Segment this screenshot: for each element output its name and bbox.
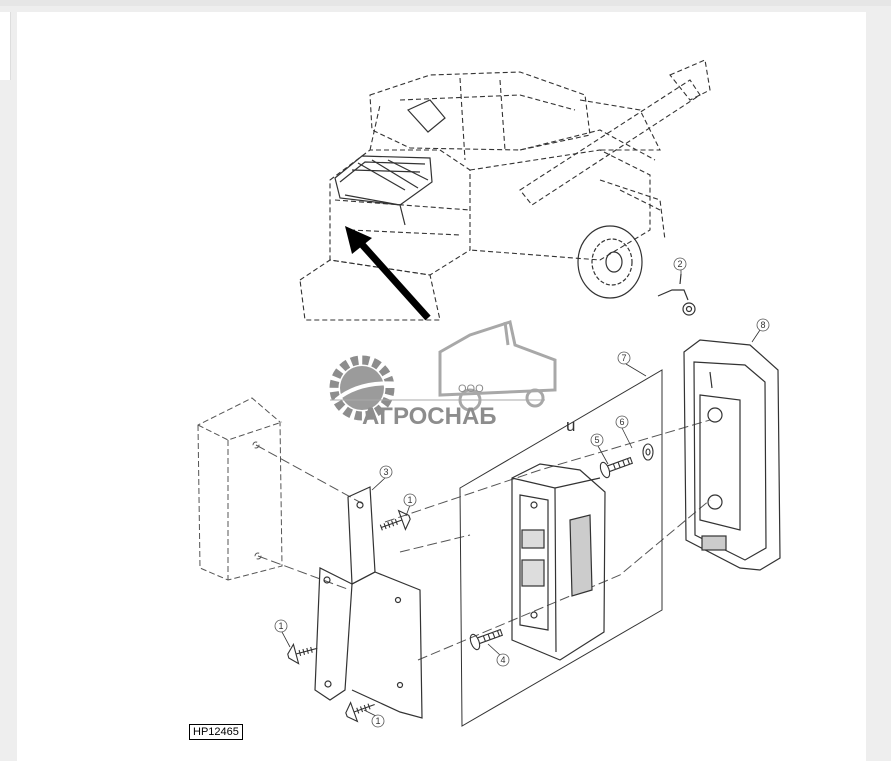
part-3-bracket — [314, 486, 423, 719]
watermark: ООО АГРОСНАБ — [329, 320, 557, 430]
svg-text:7: 7 — [621, 353, 626, 363]
monitor-housing — [511, 463, 606, 661]
top-bar — [0, 0, 891, 6]
callout: 1 — [371, 714, 385, 728]
svg-text:8: 8 — [760, 320, 765, 330]
figure-id-label: HP12465 — [189, 724, 243, 740]
svg-text:1: 1 — [278, 621, 283, 631]
svg-text:4: 4 — [500, 655, 505, 665]
gear-logo-icon — [329, 355, 401, 421]
stray-mark: u — [566, 416, 575, 435]
svg-text:1: 1 — [375, 716, 380, 726]
svg-text:6: 6 — [619, 417, 624, 427]
callout: 1 — [274, 619, 288, 633]
svg-text:1: 1 — [407, 495, 412, 505]
part-7-frame — [459, 369, 663, 727]
callout-leaders — [281, 270, 761, 717]
svg-text:5: 5 — [594, 435, 599, 445]
svg-text:АГРОСНАБ: АГРОСНАБ — [362, 403, 497, 430]
callouts: 1 1 1 2 3 4 5 6 — [274, 257, 770, 728]
part-2-cable — [657, 273, 696, 316]
part-8-monitor — [683, 339, 781, 571]
callout: 3 — [379, 465, 393, 479]
svg-text:3: 3 — [383, 467, 388, 477]
part-6-washer — [642, 443, 654, 461]
cab-roof — [334, 99, 446, 226]
location-arrow — [345, 226, 431, 321]
assembly-lines — [255, 419, 711, 661]
wheel — [577, 225, 643, 299]
callout: 2 — [673, 257, 687, 271]
svg-text:ООО: ООО — [458, 383, 484, 395]
callout: 5 — [590, 433, 604, 447]
screws — [469, 456, 634, 651]
mounting-block — [197, 397, 283, 581]
callout: 8 — [756, 318, 770, 332]
callout: 7 — [617, 351, 631, 365]
svg-text:2: 2 — [677, 259, 682, 269]
harvester-logo-icon — [438, 320, 557, 412]
part-1-wing-bolts — [287, 509, 411, 723]
combine-harvester-illustration — [299, 59, 711, 321]
callout: 4 — [496, 653, 510, 667]
callout: 1 — [403, 493, 417, 507]
callout: 6 — [615, 415, 629, 429]
side-tab — [0, 12, 11, 80]
